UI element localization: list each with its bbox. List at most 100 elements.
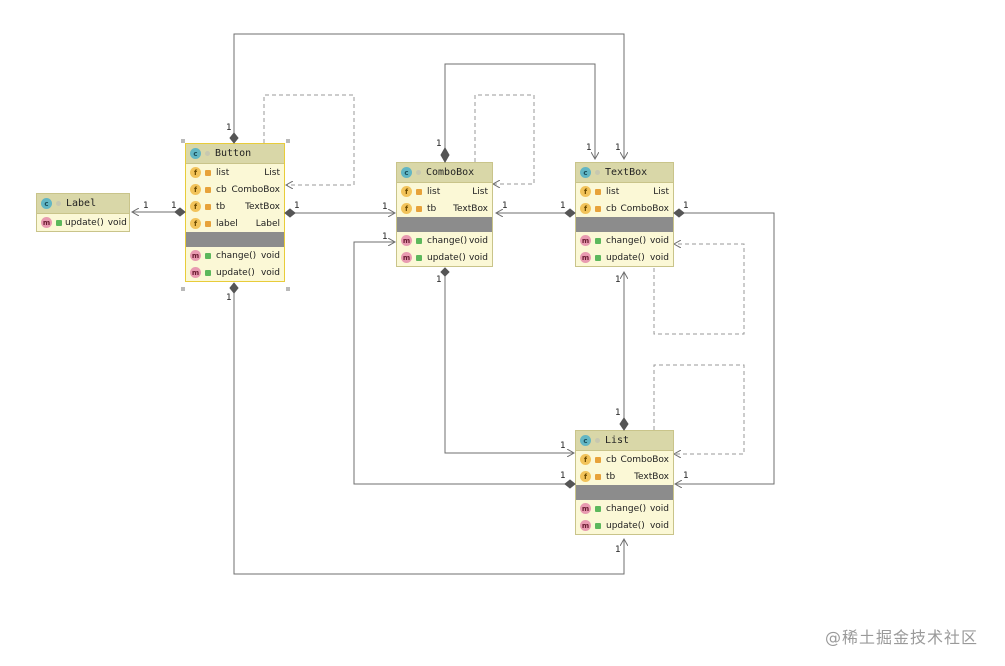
visibility-icon xyxy=(595,438,600,443)
lock-icon xyxy=(205,186,211,193)
field-row[interactable]: f cb ComboBox xyxy=(576,451,673,468)
resize-handle-top-right[interactable] xyxy=(286,139,290,143)
multiplicity-label: 1 xyxy=(683,201,689,211)
resize-handle-top-left[interactable] xyxy=(181,139,185,143)
field-row[interactable]: f cb ComboBox xyxy=(186,181,284,198)
field-type: Label xyxy=(255,218,280,229)
method-row[interactable]: m update() void xyxy=(37,214,129,231)
method-row[interactable]: m update() void xyxy=(576,249,673,266)
field-name: cb xyxy=(606,454,617,465)
field-row[interactable]: f tb TextBox xyxy=(576,468,673,485)
self-dependency-list[interactable] xyxy=(653,364,745,454)
link-combobox-list[interactable] xyxy=(444,275,574,453)
multiplicity-label: 1 xyxy=(294,201,300,211)
field-row[interactable]: f list List xyxy=(186,164,284,181)
multiplicity-label: 1 xyxy=(586,143,592,153)
class-combobox[interactable]: c ComboBox f list List f tb TextBox m ch… xyxy=(396,162,493,267)
method-row[interactable]: m change() void xyxy=(186,247,284,264)
method-name: change() xyxy=(606,235,647,246)
multiplicity-label: 1 xyxy=(436,275,442,285)
multiplicity-label: 1 xyxy=(382,202,388,212)
class-icon: c xyxy=(580,435,591,446)
field-row[interactable]: f tb TextBox xyxy=(397,200,492,217)
field-row[interactable]: f list List xyxy=(397,183,492,200)
field-type: TextBox xyxy=(634,471,669,482)
class-list[interactable]: c List f cb ComboBox f tb TextBox m chan… xyxy=(575,430,674,535)
link-combobox-textbox[interactable] xyxy=(444,63,595,159)
lock-icon xyxy=(416,188,422,195)
class-icon: c xyxy=(401,167,412,178)
class-label[interactable]: c Label m update() void xyxy=(36,193,130,232)
field-name: cb xyxy=(216,184,227,195)
public-icon xyxy=(595,505,601,512)
method-type: void xyxy=(260,267,280,278)
lock-icon xyxy=(205,220,211,227)
field-name: tb xyxy=(216,201,226,212)
method-icon: m xyxy=(190,250,201,261)
field-name: list xyxy=(216,167,230,178)
link-list-combobox[interactable] xyxy=(353,242,566,485)
public-icon xyxy=(205,269,211,276)
method-name: update() xyxy=(606,252,645,263)
field-row[interactable]: f list List xyxy=(576,183,673,200)
method-type: void xyxy=(649,520,669,531)
method-row[interactable]: m change() void xyxy=(576,500,673,517)
method-row[interactable]: m update() void xyxy=(186,264,284,281)
field-icon: f xyxy=(580,203,591,214)
resize-handle-bottom-left[interactable] xyxy=(181,287,185,291)
class-header: c Button xyxy=(186,144,284,164)
section-divider xyxy=(576,485,673,500)
class-textbox[interactable]: c TextBox f list List f cb ComboBox m ch… xyxy=(575,162,674,267)
method-type: void xyxy=(649,503,669,514)
field-row[interactable]: f tb TextBox xyxy=(186,198,284,215)
class-header: c ComboBox xyxy=(397,163,492,183)
field-type: List xyxy=(472,186,488,197)
diamond-button-top xyxy=(229,132,239,144)
class-button[interactable]: c Button f list List f cb ComboBox f tb … xyxy=(185,143,285,282)
class-header: c List xyxy=(576,431,673,451)
method-row[interactable]: m change() void xyxy=(576,232,673,249)
field-row[interactable]: f cb ComboBox xyxy=(576,200,673,217)
class-name: ComboBox xyxy=(426,167,475,178)
self-dependency-button[interactable] xyxy=(263,94,355,185)
visibility-icon xyxy=(416,170,421,175)
link-button-textbox[interactable] xyxy=(233,33,624,159)
method-icon: m xyxy=(401,252,412,263)
link-button-list[interactable] xyxy=(233,293,624,575)
field-icon: f xyxy=(580,471,591,482)
multiplicity-label: 1 xyxy=(615,408,621,418)
method-type: void xyxy=(107,217,127,228)
field-icon: f xyxy=(190,167,201,178)
lock-icon xyxy=(595,188,601,195)
class-name: List xyxy=(605,435,630,446)
method-row[interactable]: m change() void xyxy=(397,232,492,249)
field-icon: f xyxy=(190,184,201,195)
public-icon xyxy=(595,522,601,529)
diamond-button-bottom xyxy=(229,282,239,294)
multiplicity-label: 1 xyxy=(560,471,566,481)
resize-handle-bottom-right[interactable] xyxy=(286,287,290,291)
field-type: ComboBox xyxy=(620,454,669,465)
visibility-icon xyxy=(595,170,600,175)
field-icon: f xyxy=(580,454,591,465)
diamond-combobox-bottom xyxy=(440,267,450,277)
method-name: change() xyxy=(216,250,257,261)
method-icon: m xyxy=(580,235,591,246)
method-icon: m xyxy=(580,503,591,514)
self-dependency-textbox[interactable] xyxy=(653,244,745,335)
public-icon xyxy=(595,254,601,261)
field-row[interactable]: f label Label xyxy=(186,215,284,232)
self-dependency-combobox[interactable] xyxy=(474,94,535,184)
section-divider xyxy=(186,232,284,247)
multiplicity-label: 1 xyxy=(171,201,177,211)
field-name: cb xyxy=(606,203,617,214)
link-textbox-list[interactable] xyxy=(675,212,775,484)
method-row[interactable]: m update() void xyxy=(397,249,492,266)
multiplicity-label: 1 xyxy=(143,201,149,211)
method-type: void xyxy=(468,235,488,246)
diamond-combobox-top xyxy=(440,146,450,164)
method-row[interactable]: m update() void xyxy=(576,517,673,534)
method-name: update() xyxy=(216,267,255,278)
